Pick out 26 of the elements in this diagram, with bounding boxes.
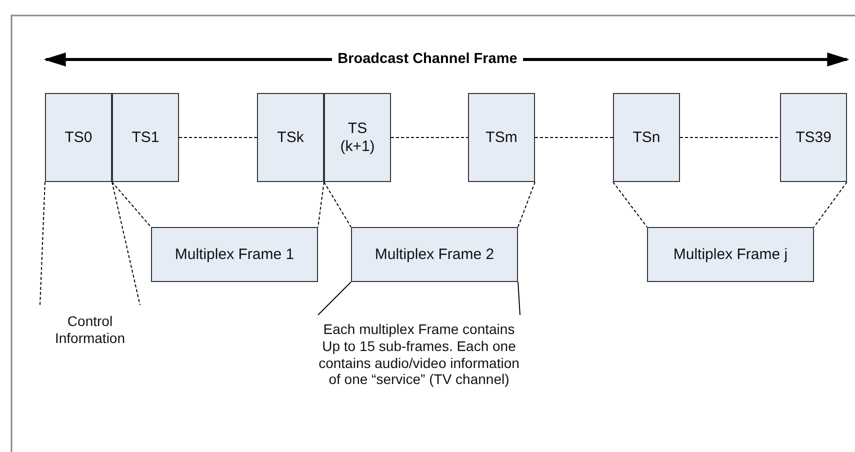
time-slot-box: TS0 <box>45 93 112 182</box>
connector-line <box>324 182 352 228</box>
multiplex-frame-box: Multiplex Frame 1 <box>151 227 318 282</box>
annotation-text: Each multiplex Frame contains Up to 15 sub-frames. Each one contains audio/video information of one “service” (TV channel) <box>318 315 520 415</box>
time-slot-box: TSk <box>257 93 324 182</box>
time-slot-box: TSm <box>468 93 535 182</box>
connector-line <box>112 182 140 306</box>
connector-line <box>518 182 536 228</box>
connector-line <box>40 182 46 306</box>
time-slot-box: TSn <box>613 93 680 182</box>
connector-line <box>112 182 152 228</box>
connector-line <box>680 137 780 138</box>
annotation-text: Control Information <box>40 305 140 355</box>
connector-line <box>318 182 324 228</box>
connector-line <box>612 182 648 228</box>
connector-line <box>518 282 520 316</box>
multiplex-frame-box: Multiplex Frame j <box>647 227 814 282</box>
connector-line <box>534 137 614 138</box>
connector-line <box>318 282 352 316</box>
time-slot-box: TS1 <box>112 93 179 182</box>
multiplex-frame-box: Multiplex Frame 2 <box>351 227 518 282</box>
connector-line <box>178 137 258 138</box>
time-slot-box: TS (k+1) <box>324 93 391 182</box>
connector-line <box>814 182 848 228</box>
time-slot-box: TS39 <box>780 93 847 182</box>
connector-line <box>390 137 468 138</box>
